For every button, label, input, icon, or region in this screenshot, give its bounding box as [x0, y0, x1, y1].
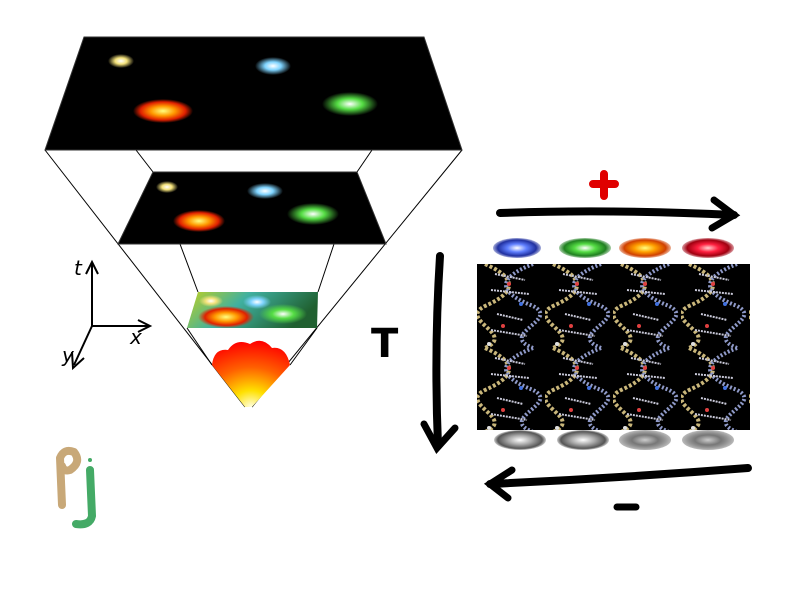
galaxy-icon [493, 238, 541, 258]
time-slice-middle [117, 171, 387, 245]
dna-helix-icon [477, 264, 750, 430]
time-slice-today [44, 36, 463, 151]
galaxy-icon [494, 430, 546, 450]
galaxy-icon [133, 99, 193, 123]
galaxy-icon [108, 54, 134, 68]
galaxy-icon [287, 203, 339, 225]
galaxy-icon [559, 238, 611, 258]
arrow-right-icon [496, 196, 741, 232]
galaxy-icon [259, 304, 307, 324]
axis-label-y: y [61, 343, 75, 367]
galaxy-icon [619, 238, 671, 258]
galaxy-icon [199, 295, 223, 307]
galaxy-icon [682, 238, 734, 258]
galaxy-icon [322, 92, 378, 116]
galaxy-row-top [493, 238, 734, 258]
big-bang-fireball [212, 340, 290, 407]
arrow-down-icon [420, 252, 459, 455]
galaxy-icon [557, 430, 609, 450]
axis-label-t: t [74, 256, 83, 280]
galaxy-icon [619, 430, 671, 450]
galaxy-icon [156, 181, 178, 193]
coordinate-axes [71, 259, 153, 371]
galaxy-icon [255, 57, 291, 75]
plus-sign [589, 170, 619, 200]
time-slice-early [187, 292, 318, 328]
signature-logo [56, 446, 96, 529]
galaxy-icon [247, 183, 283, 199]
galaxy-icon [173, 210, 225, 232]
galaxy-icon [682, 430, 734, 450]
galaxy-row-bottom [494, 430, 734, 450]
t-symbol: T [371, 321, 399, 367]
galaxy-icon [243, 295, 271, 309]
t-label: T [371, 321, 399, 367]
arrow-left-icon [483, 464, 752, 502]
galaxy-icon [198, 306, 254, 328]
axis-label-x: x [129, 325, 142, 349]
